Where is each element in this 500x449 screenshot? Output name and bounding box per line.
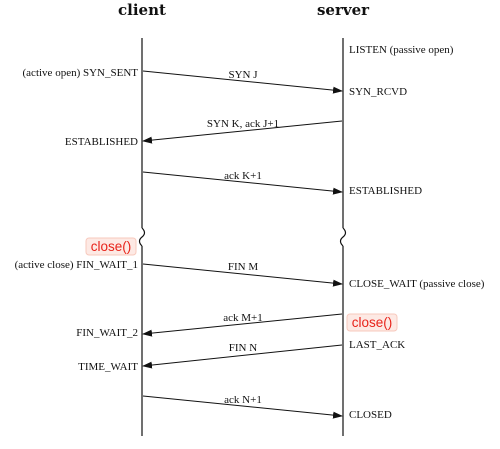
client-header: client xyxy=(118,1,166,19)
arrow-ack-m xyxy=(142,313,343,337)
arrow-ack-n xyxy=(142,395,343,419)
message-syn-k-ack: SYN K, ack J+1 xyxy=(207,118,279,130)
message-fin-m: FIN M xyxy=(228,261,258,273)
message-syn-j: SYN J xyxy=(228,69,258,81)
server-header: server xyxy=(317,1,370,19)
arrow-fin-n xyxy=(142,344,343,369)
client-state-syn-sent: (active open) SYN_SENT xyxy=(23,67,139,79)
message-ack-n: ack N+1 xyxy=(224,394,262,406)
server-state-closed: CLOSED xyxy=(349,409,392,421)
client-state-fin-wait-1: (active close) FIN_WAIT_1 xyxy=(15,259,138,271)
server-close-label: close() xyxy=(352,315,393,330)
arrow-syn-k-ack xyxy=(142,120,343,144)
message-ack-m: ack M+1 xyxy=(223,312,263,324)
client-state-established: ESTABLISHED xyxy=(65,136,138,148)
client-close-label: close() xyxy=(91,239,132,254)
server-lifeline xyxy=(339,38,347,436)
server-close-call: close() xyxy=(346,313,398,332)
server-state-established: ESTABLISHED xyxy=(349,185,422,197)
arrow-fin-m xyxy=(142,263,343,287)
client-state-time-wait: TIME_WAIT xyxy=(78,361,138,373)
server-state-syn-rcvd: SYN_RCVD xyxy=(349,86,407,98)
arrow-ack-k xyxy=(142,171,343,195)
client-lifeline xyxy=(138,38,146,436)
arrow-syn-j xyxy=(142,70,343,94)
server-state-close-wait: CLOSE_WAIT (passive close) xyxy=(349,278,485,290)
message-fin-n: FIN N xyxy=(229,342,257,354)
server-state-listen: LISTEN (passive open) xyxy=(349,44,454,56)
message-ack-k: ack K+1 xyxy=(224,170,262,182)
server-state-last-ack: LAST_ACK xyxy=(349,339,405,351)
client-state-fin-wait-2: FIN_WAIT_2 xyxy=(76,327,138,339)
client-close-call: close() xyxy=(85,237,137,256)
